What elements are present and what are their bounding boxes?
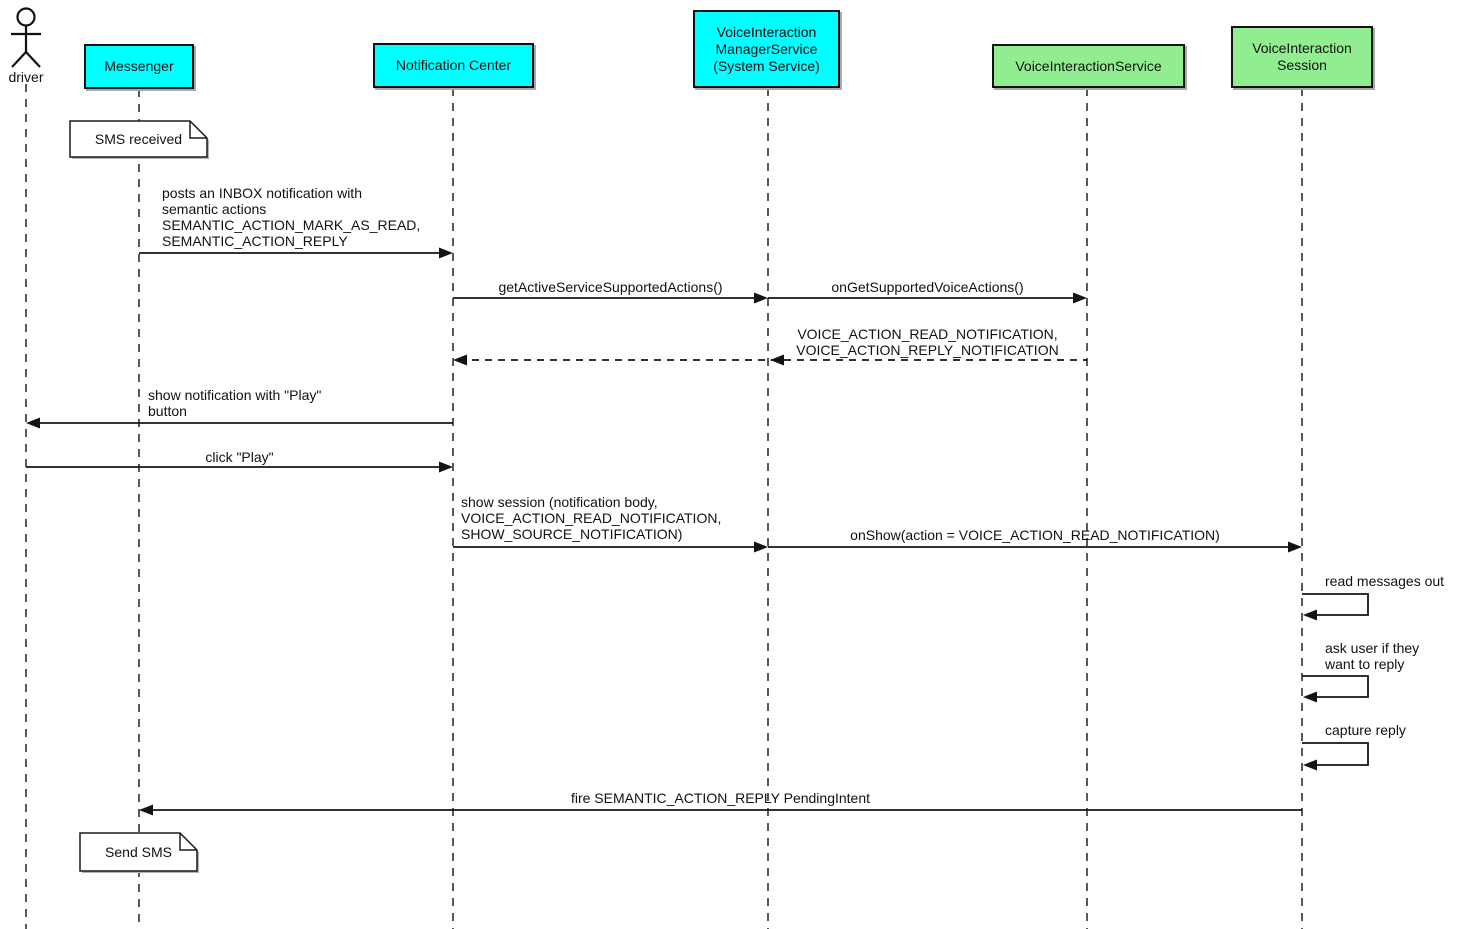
participant-box-voice-interaction-manager-service: VoiceInteraction ManagerService (System … xyxy=(693,10,840,88)
note-send-sms: Send SMS xyxy=(105,844,172,860)
self-arrow-ask-user-reply xyxy=(1302,675,1369,703)
message-show-notification-play: show notification with "Play" button xyxy=(148,387,322,419)
message-on-get-supported-voice-actions: onGetSupportedVoiceActions() xyxy=(831,279,1024,295)
arrow-show-notification-play xyxy=(26,417,453,429)
message-on-show: onShow(action = VOICE_ACTION_READ_NOTIFI… xyxy=(850,527,1220,543)
note-sms-received: SMS received xyxy=(94,131,183,147)
arrow-get-active-service-supported-actions xyxy=(453,292,768,304)
message-show-session: show session (notification body, VOICE_A… xyxy=(461,494,722,542)
note-sms-received-shape xyxy=(69,120,209,159)
actor-figure-icon xyxy=(11,7,41,68)
message-click-play: click "Play" xyxy=(205,449,274,465)
message-read-messages-out: read messages out xyxy=(1325,573,1445,589)
arrow-on-get-supported-voice-actions xyxy=(768,292,1087,304)
arrow-fire-semantic-action-reply xyxy=(139,804,1302,816)
message-posts-inbox-notification: posts an INBOX notification with semanti… xyxy=(162,185,421,249)
arrow-on-show xyxy=(768,541,1302,553)
message-capture-reply: capture reply xyxy=(1325,722,1406,738)
message-get-active-service-supported-actions: getActiveServiceSupportedActions() xyxy=(498,279,723,295)
participant-box-messenger: Messenger xyxy=(84,44,194,89)
arrow-posts-inbox-notification xyxy=(139,247,453,259)
participant-box-notification-center: Notification Center xyxy=(373,43,534,88)
message-return-voice-actions: VOICE_ACTION_READ_NOTIFICATION, VOICE_AC… xyxy=(796,326,1059,358)
note-send-sms-shape xyxy=(79,832,199,873)
participant-box-voice-interaction-service: VoiceInteractionService xyxy=(992,44,1185,88)
arrow-click-play xyxy=(26,461,453,473)
message-ask-user-reply: ask user if they want to reply xyxy=(1325,640,1420,672)
self-arrow-capture-reply xyxy=(1302,742,1369,771)
actor-label-driver: driver xyxy=(8,69,44,85)
message-fire-semantic-action-reply: fire SEMANTIC_ACTION_REPLY PendingIntent xyxy=(570,790,871,806)
self-arrow-read-messages-out xyxy=(1302,593,1369,621)
arrow-show-session xyxy=(453,541,768,553)
participant-box-voice-interaction-session: VoiceInteraction Session xyxy=(1231,26,1373,88)
arrow-return-supported-voice-actions xyxy=(453,354,1087,366)
